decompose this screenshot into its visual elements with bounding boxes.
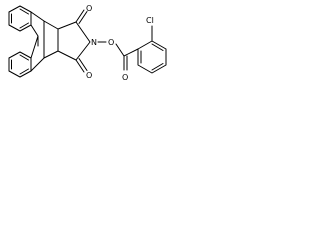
imide-ring bbox=[57, 21, 91, 61]
chemical-structure-diagram: O O N O O Cl bbox=[8, 4, 167, 82]
carbonyl-bottom bbox=[75, 58, 88, 73]
chlorophenyl-ring bbox=[137, 40, 167, 74]
oxygen-bottom-label: O bbox=[86, 71, 92, 80]
oxygen-link-label: O bbox=[108, 38, 114, 47]
upper-benzo-ring bbox=[8, 5, 32, 32]
oxygen-top-label: O bbox=[86, 4, 92, 13]
chlorine-label: Cl bbox=[146, 16, 154, 25]
lower-benzo-ring bbox=[8, 51, 32, 78]
n-o-ester-linkage bbox=[97, 41, 139, 71]
bridge-bonds bbox=[30, 11, 59, 72]
chlorophenyl-inner-bonds bbox=[140, 43, 164, 71]
upper-benzo-inner-bonds bbox=[11, 8, 29, 29]
bond-skeleton bbox=[8, 5, 167, 78]
carbonyl-top bbox=[75, 9, 88, 24]
oxygen-ester-label: O bbox=[122, 73, 128, 82]
lower-benzo-inner-bonds bbox=[11, 54, 29, 75]
nitrogen-label: N bbox=[91, 38, 97, 47]
